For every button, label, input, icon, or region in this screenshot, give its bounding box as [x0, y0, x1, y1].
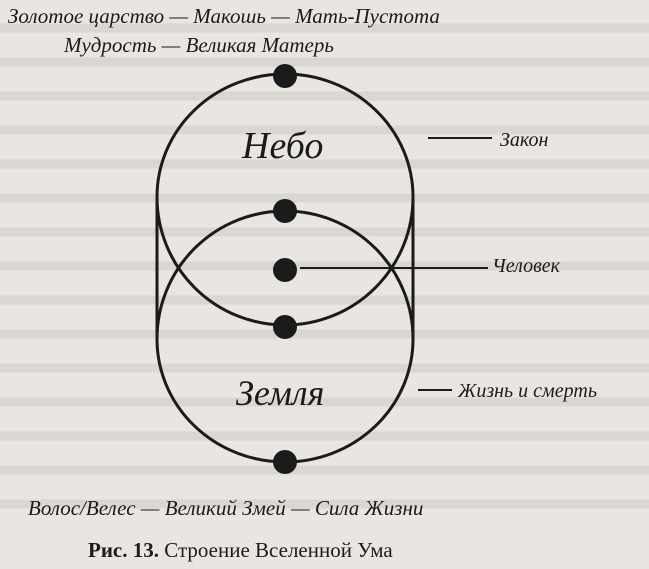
figure-caption: Рис. 13. Строение Вселенной Ума — [88, 538, 393, 563]
bottom-label: Волос/Велес — Великий Змей — Сила Жизни — [28, 496, 424, 520]
top-node — [273, 64, 297, 88]
center-node — [273, 258, 297, 282]
upper-middle-node — [273, 199, 297, 223]
figure-title: Строение Вселенной Ума — [164, 538, 393, 562]
top-label-line1: Золотое царство — Макошь — Мать-Пустота — [8, 4, 440, 28]
life-death-label: Жизнь и смерть — [458, 380, 597, 402]
human-label: Человек — [492, 255, 561, 277]
lower-middle-node — [273, 315, 297, 339]
top-label-line2: Мудрость — Великая Матерь — [64, 33, 334, 57]
sky-label: Небо — [242, 125, 324, 167]
figure-number: Рис. 13. — [88, 538, 159, 562]
bottom-node — [273, 450, 297, 474]
earth-label: Земля — [236, 373, 325, 413]
law-label: Закон — [500, 129, 549, 151]
